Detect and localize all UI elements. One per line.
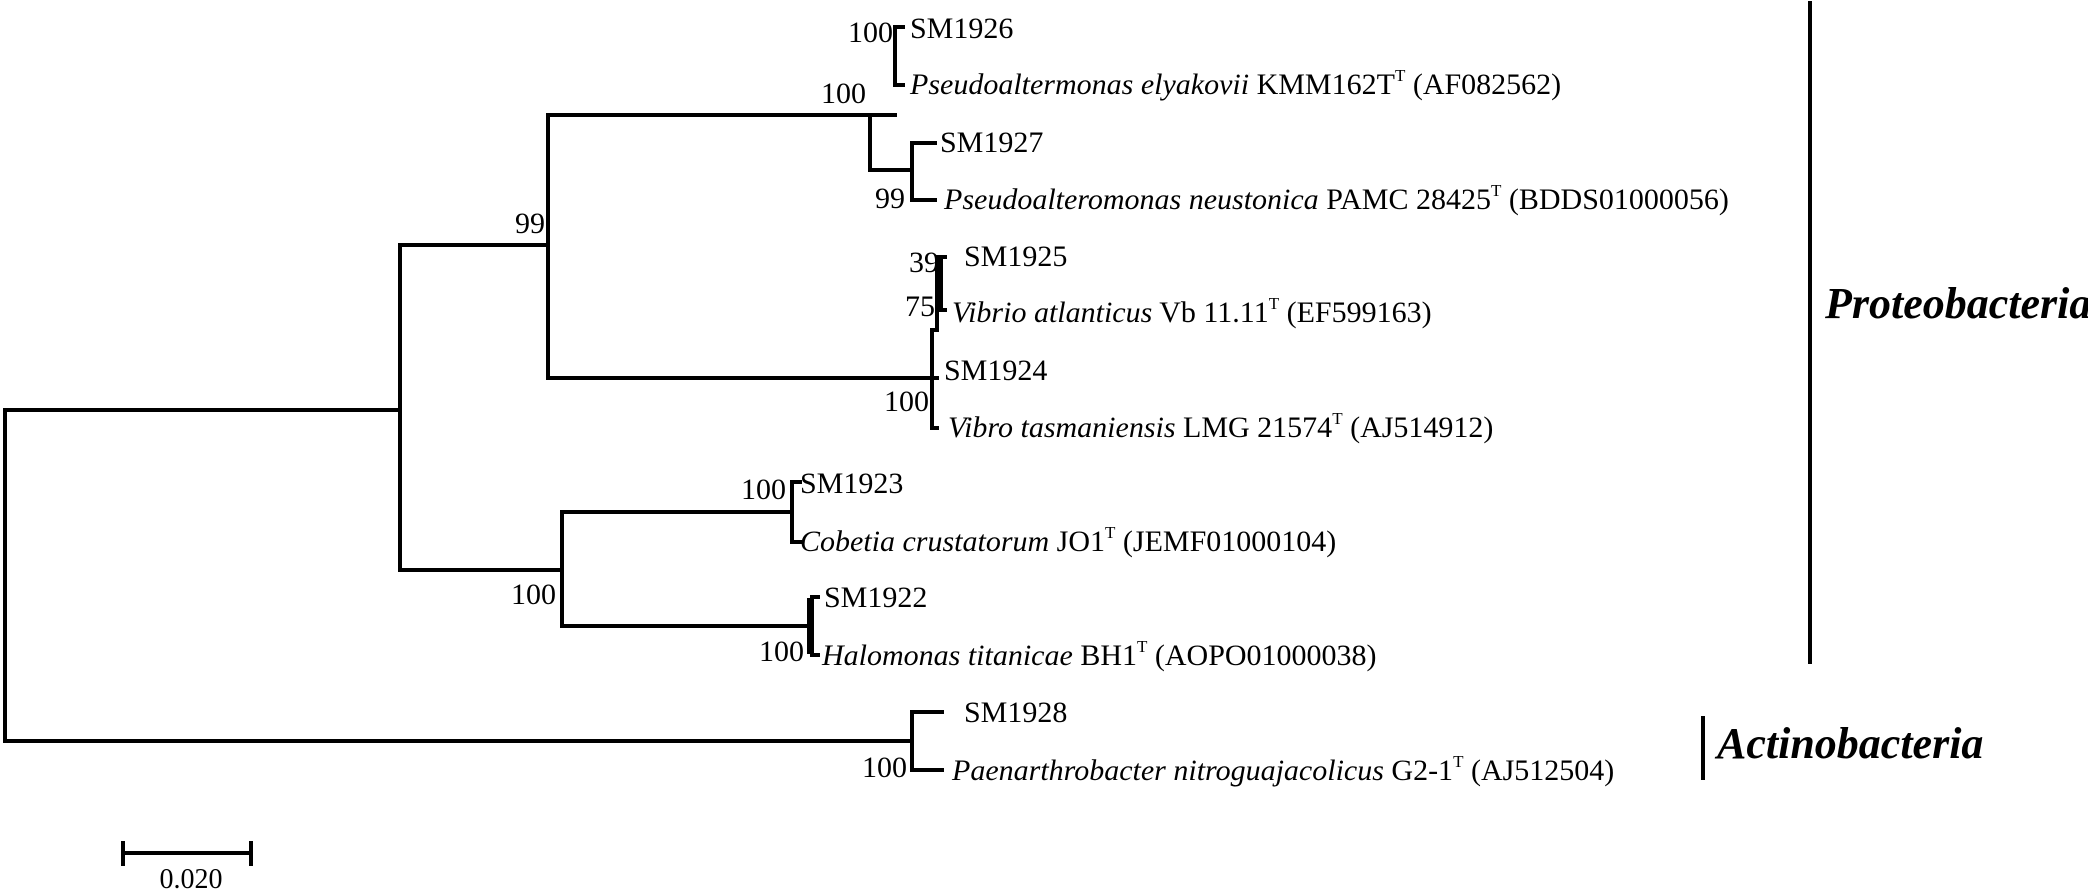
bootstrap-value: 100: [821, 77, 866, 110]
taxon-label: Vibrio atlanticus Vb 11.11T (EF599163): [952, 294, 1432, 329]
branch-vibrio-inner: [935, 255, 947, 332]
branch-cobetia: [790, 480, 802, 544]
taxon-label: SM1927: [940, 126, 1043, 159]
taxon-label: Pseudoaltermonas elyakovii KMM162TT (AF0…: [909, 66, 1561, 101]
branch-root: [3, 408, 914, 743]
proteobacteria-label: Proteobacteria: [1824, 279, 2088, 328]
taxon-label: SM1923: [800, 467, 903, 500]
taxon-labels: SM1926 Pseudoaltermonas elyakovii KMM162…: [800, 12, 1729, 787]
bootstrap-value: 100: [759, 635, 804, 668]
bootstrap-value: 100: [741, 473, 786, 506]
taxon-label: SM1924: [944, 354, 1047, 387]
branch-proteobacteria: [398, 243, 564, 572]
group-brackets: Proteobacteria Actinobacteria: [1701, 1, 2088, 780]
taxon-label: SM1925: [964, 240, 1067, 273]
taxon-label: Cobetia crustatorum JO1T (JEMF01000104): [800, 523, 1336, 558]
bootstrap-value: 39: [909, 246, 939, 279]
taxon-label: Pseudoalteromonas neustonica PAMC 28425T…: [943, 181, 1729, 216]
scale-bar-label: 0.020: [160, 864, 223, 894]
bootstrap-value: 100: [848, 16, 893, 49]
bootstrap-value: 100: [862, 751, 907, 784]
branch-halomonas: [807, 595, 820, 657]
branch-actinobacteria: [910, 710, 944, 772]
taxon-label: SM1928: [964, 696, 1067, 729]
taxon-label: SM1926: [910, 12, 1013, 45]
actinobacteria-label: Actinobacteria: [1714, 719, 1983, 768]
taxon-label: Paenarthrobacter nitroguajacolicus G2-1T…: [951, 752, 1614, 787]
bootstrap-value: 100: [511, 578, 556, 611]
bootstrap-value: 100: [884, 385, 929, 418]
branch-sm1927-clade: [910, 141, 937, 202]
scale-bar: 0.020: [121, 841, 253, 894]
scale-bar-line: [121, 841, 253, 866]
taxon-label: Vibro tasmaniensis LMG 21574T (AJ514912): [948, 409, 1493, 444]
branch-pseudo-vibrio: [546, 113, 934, 380]
branch-sm1926-clade: [893, 25, 905, 87]
tree-branches: [3, 25, 947, 772]
bootstrap-value: 99: [515, 207, 545, 240]
bootstrap-values: 100 100 99 39 75 100 99 100 100 100 100: [511, 16, 939, 784]
bootstrap-value: 99: [875, 182, 905, 215]
branch-vibrio: [930, 328, 939, 430]
taxon-label: Halomonas titanicae BH1T (AOPO01000038): [821, 637, 1377, 672]
branch-cobetia-halomonas: [560, 510, 814, 628]
bootstrap-value: 75: [905, 290, 935, 323]
branch-pseudoalteromonas: [868, 113, 914, 172]
taxon-label: SM1922: [824, 581, 927, 614]
